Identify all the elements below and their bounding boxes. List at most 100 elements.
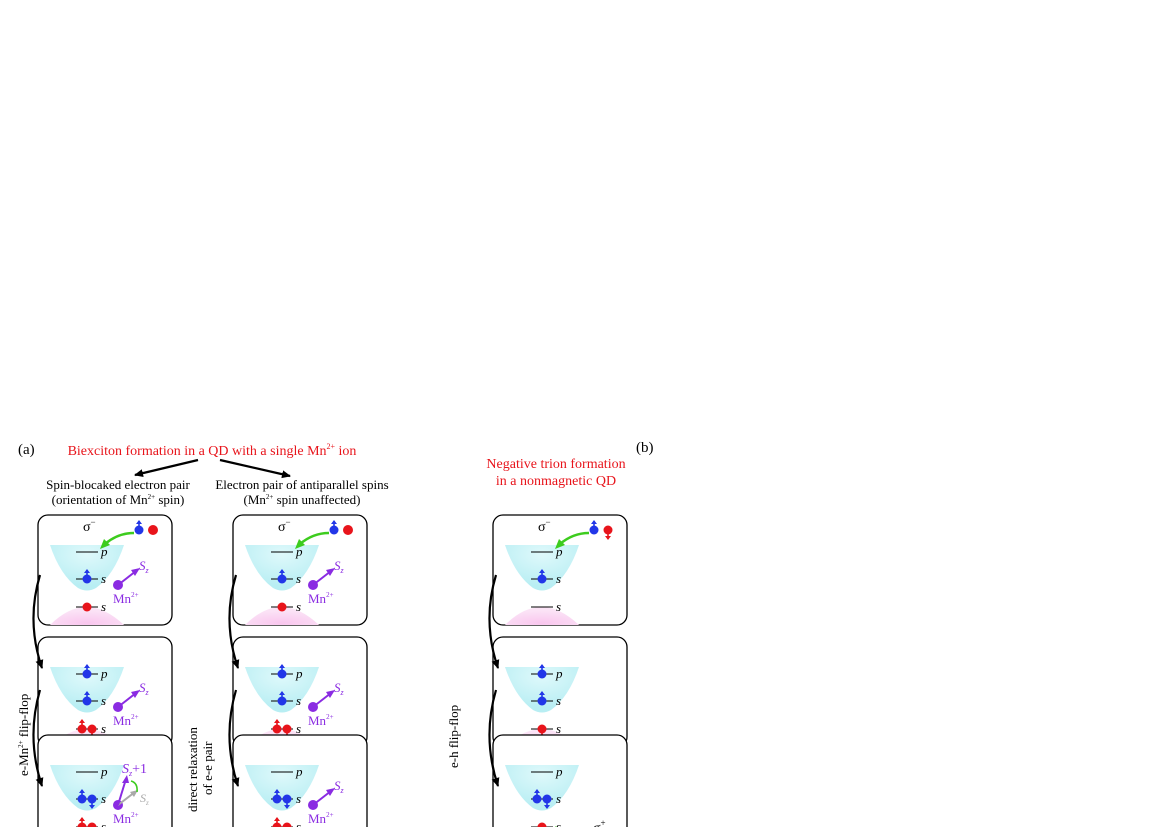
title-a: Biexciton formation in a QD with a singl… [68,442,357,459]
conduction-band [505,765,579,811]
panel-label-a: (a) [18,442,35,458]
flow-c2-1 [228,574,240,669]
incoming-electron [134,525,144,535]
electron-s [77,794,87,804]
electron-p [537,669,547,679]
cb-s-label: s [296,693,301,708]
incoming-hole [148,525,158,535]
vb-s-label: s [101,819,106,827]
cb-s-label: s [556,693,561,708]
conduction-band [245,667,319,713]
flow-c2-2 [228,689,240,787]
electron-s [532,794,542,804]
vb-s-label: s [296,599,301,614]
mn-old-spin-head [130,790,138,797]
electron-s-spin-head [84,569,90,573]
col3-side-label: e-h flip-flop [446,705,461,768]
sz-label: Sz [139,558,150,575]
flow-arrows [32,574,500,787]
mn-spin-head [326,788,335,796]
hole-s [272,822,282,827]
sigma-plus-label: σ+ [593,818,606,827]
mn-spin [117,778,127,806]
hole-s [87,822,97,827]
cb-s-label: s [101,693,106,708]
hole-s-spin-head [79,817,85,821]
sz-label: Sz [334,558,345,575]
p-label: p [100,544,108,559]
col2-heading-line1: Electron pair of antiparallel spins [215,477,388,492]
sz-label: Sz [334,680,345,697]
electron-s [82,574,92,584]
mn-spin-head [131,690,140,698]
cb-s-label: s [296,571,301,586]
vb-s-label: s [556,721,561,736]
p-label: p [295,666,303,681]
panels: pssSzMn2+σ−pssSzMn2+pssSz+1SzMn2+pssSzMn… [37,514,628,827]
p-label: p [100,666,108,681]
electron-s [277,574,287,584]
incoming-electron-spin-head [136,520,142,524]
electron-s [537,696,547,706]
p-label: p [555,544,563,559]
conduction-band [50,667,124,713]
electron-s-spin-head [284,805,290,809]
electron-s-spin-head [84,691,90,695]
electron-s-spin-head [534,789,540,793]
p-label: p [555,666,563,681]
hole-s [282,724,292,734]
mn-spin-head [326,568,335,576]
electron-p-spin-head [84,664,90,668]
electron-p [277,669,287,679]
hole-s [282,822,292,827]
hole-s [272,724,282,734]
hole-s [82,602,92,612]
electron-p [82,669,92,679]
conduction-band [50,545,124,591]
electron-s [542,794,552,804]
conduction-band [505,667,579,713]
mn-spin-head [326,690,335,698]
vb-s-label: s [101,599,106,614]
valence-band [505,607,579,625]
incoming-hole-spin-head [605,536,611,540]
flow-c1-1 [32,574,44,669]
electron-s [82,696,92,706]
vb-s-label: s [101,721,106,736]
electron-s-spin-head [89,805,95,809]
mn-spin [312,692,332,708]
p-label: p [555,764,563,779]
electron-p-spin-head [279,664,285,668]
mn-spin-head [131,568,140,576]
vb-s-label: s [296,721,301,736]
incoming-electron [589,525,599,535]
col2-side-label-line2: of e-e pair [200,741,215,795]
hole-s [537,724,547,734]
sz-label: Sz [334,778,345,795]
flow-c1-2 [32,689,44,787]
p-label: p [100,764,108,779]
vb-s-label: s [556,819,561,827]
electron-s [272,794,282,804]
flow-c3-1 [488,574,500,669]
mn-rotation-arrow [130,780,138,793]
photon-in-head [100,539,110,549]
panel-c3-r2: pss [492,636,628,748]
conduction-band [50,765,124,811]
mn-spin [312,790,332,806]
incoming-electron [329,525,339,535]
sz-old-label: Sz [140,791,149,807]
sz-label: Sz [139,680,150,697]
hole-s-spin-head [79,719,85,723]
electron-s-spin-head [79,789,85,793]
col1-heading-line1: Spin-blocaked electron pair [46,477,190,492]
split-arrows [134,458,291,479]
incoming-hole [603,525,613,535]
electron-s [277,696,287,706]
mn-spin-head [122,775,129,783]
